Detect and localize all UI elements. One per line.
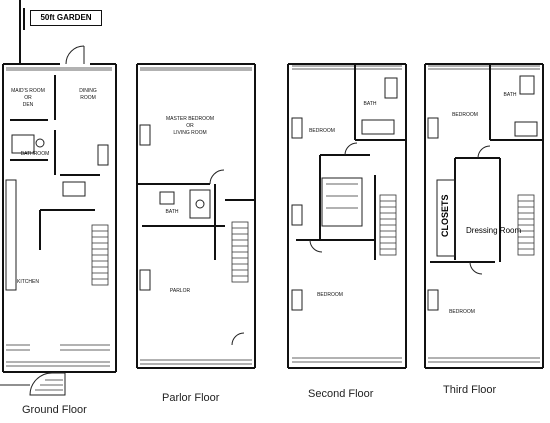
svg-text:MASTER BEDROOM: MASTER BEDROOM [166,116,214,122]
svg-text:OR: OR [186,123,194,129]
garden-arrow-icon [23,8,25,30]
svg-text:BATH: BATH [364,101,377,107]
garden-label: 50ft GARDEN [30,10,102,26]
second-floor-plan: BEDROOM BATH BEDROOM [287,63,407,369]
svg-text:BATHROOM: BATHROOM [21,151,50,157]
svg-text:BEDROOM: BEDROOM [449,309,475,315]
svg-text:DEN: DEN [23,102,34,108]
ground-room-label-1: MAID'S ROOM [11,88,45,94]
dressing-room-label: Dressing Room [466,226,522,235]
caption-third-floor: Third Floor [443,384,497,396]
svg-text:PARLOR: PARLOR [170,288,191,294]
svg-text:BATH: BATH [166,209,179,215]
svg-text:BEDROOM: BEDROOM [309,128,335,134]
svg-text:BEDROOM: BEDROOM [317,292,343,298]
closets-label: CLOSETS [440,194,450,238]
caption-ground-floor: Ground Floor [22,404,87,416]
parlor-floor-plan: MASTER BEDROOM OR LIVING ROOM BATH PARLO… [136,63,256,369]
third-floor-plan: BEDROOM BATH BEDROOM [424,63,544,369]
svg-text:OR: OR [24,95,32,101]
svg-text:BATH: BATH [504,92,517,98]
svg-text:DINING: DINING [79,88,97,94]
ground-floor-plan: MAID'S ROOM OR DEN DINING ROOM BATHROOM … [0,0,117,396]
caption-second-floor: Second Floor [308,388,374,400]
svg-text:ROOM: ROOM [80,95,96,101]
svg-text:KITCHEN: KITCHEN [17,279,39,285]
svg-text:BEDROOM: BEDROOM [452,112,478,118]
caption-parlor-floor: Parlor Floor [162,392,220,404]
svg-text:LIVING ROOM: LIVING ROOM [173,130,206,136]
